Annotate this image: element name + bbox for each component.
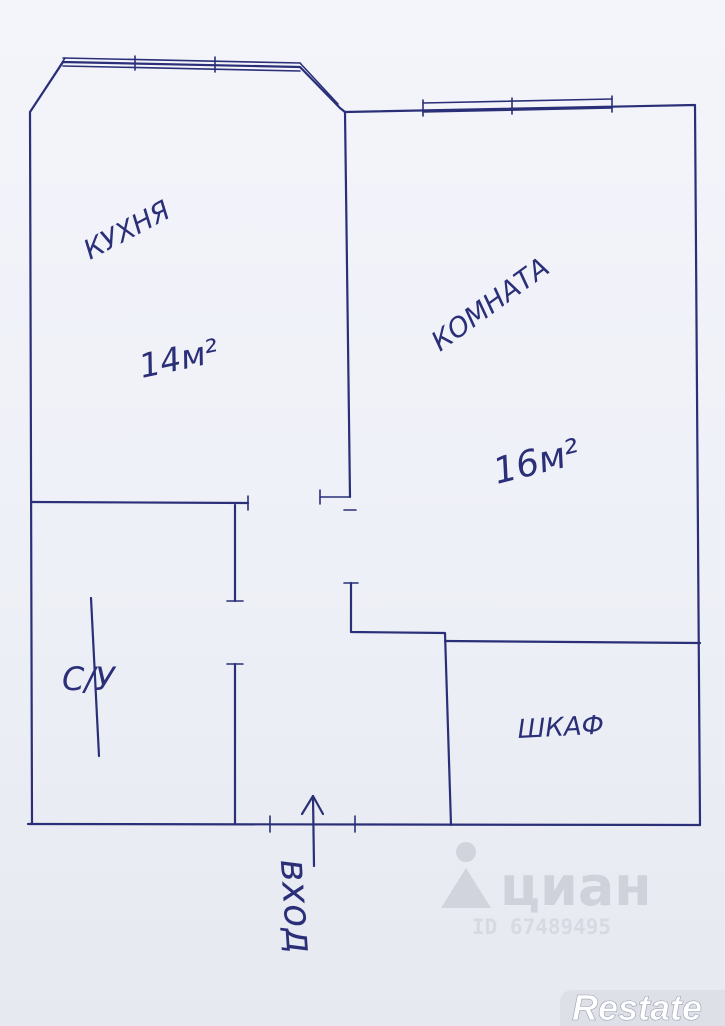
outer-walls bbox=[26, 60, 702, 827]
kitchen-bathroom-partition bbox=[30, 500, 250, 505]
interior-walls bbox=[30, 110, 702, 827]
restate-logo-text: Restate bbox=[572, 987, 702, 1026]
kitchen-area: 14м² bbox=[136, 331, 222, 386]
entrance-label: вход bbox=[272, 857, 322, 954]
arrow-up-icon bbox=[300, 794, 325, 868]
cian-watermark: циан ID 67489495 bbox=[441, 842, 652, 939]
bathroom-fixture-line bbox=[89, 596, 101, 758]
kitchen-bay-window-wall bbox=[28, 60, 347, 826]
room-wardrobe-partition bbox=[349, 581, 453, 827]
bottom-wall bbox=[26, 822, 702, 827]
room-top-right-wall bbox=[343, 103, 702, 827]
wardrobe-top-wall bbox=[443, 639, 702, 645]
room-label: КОМНАТА bbox=[426, 252, 555, 358]
entrance: вход bbox=[269, 794, 356, 955]
kitchen-label: КУХНЯ bbox=[79, 195, 176, 266]
cian-house-icon bbox=[441, 842, 491, 908]
restate-logo: Restate bbox=[560, 987, 725, 1026]
kitchen-room-partition bbox=[343, 110, 352, 499]
room-window bbox=[422, 95, 613, 117]
wardrobe-label: ШКАФ bbox=[517, 711, 605, 745]
kitchen-window bbox=[37, 55, 339, 105]
room-area: 16м² bbox=[489, 432, 584, 493]
watermark-brand: циан bbox=[500, 855, 652, 918]
bathroom-label: С/У bbox=[62, 660, 117, 698]
watermark-listing-id: ID 67489495 bbox=[472, 915, 611, 939]
